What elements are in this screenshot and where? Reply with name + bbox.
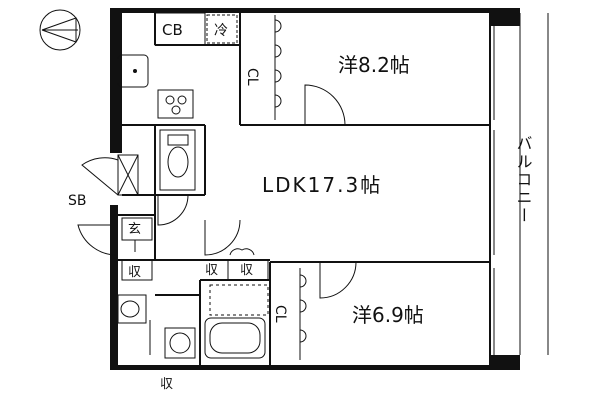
door-hall[interactable] — [204, 219, 241, 256]
cupboard-label: CB — [162, 21, 183, 39]
balcony: バルコニー — [493, 13, 549, 360]
stove-icon — [157, 89, 194, 119]
compass-icon — [39, 9, 81, 51]
entrance-label: 玄 — [128, 222, 141, 237]
storage-1: 収 — [121, 259, 153, 281]
sb-label: SB — [68, 193, 87, 209]
shoe-box — [117, 154, 139, 196]
storage-2: 収 — [205, 263, 218, 278]
closet-1: CL — [244, 15, 282, 120]
door-entrance[interactable] — [77, 224, 119, 256]
storage-4-label: 収 — [160, 377, 173, 392]
washbasin-icon — [117, 294, 147, 324]
washing-machine-icon — [164, 327, 196, 359]
outer-walls — [110, 8, 520, 370]
toilet-icon — [159, 129, 196, 191]
bathtub-icon — [204, 317, 266, 359]
room-ldk: LDK17.3帖 — [262, 173, 382, 197]
cupboard: CB — [154, 12, 206, 46]
storage-3-label: 収 — [240, 263, 253, 278]
door-sb[interactable] — [81, 157, 119, 196]
closet-2: CL — [272, 268, 307, 360]
door-western-2[interactable] — [319, 261, 357, 299]
closet-2-label: CL — [272, 305, 288, 323]
sink-icon — [117, 54, 149, 88]
door-western-1[interactable] — [304, 84, 346, 126]
storage-3: 収 — [227, 259, 269, 281]
bathroom-floor — [209, 284, 269, 316]
fridge-label: 冷 — [214, 23, 228, 39]
room-western-2: 洋6.9帖 — [352, 303, 424, 327]
entrance: 玄 — [121, 217, 153, 252]
door-storage[interactable] — [229, 248, 255, 256]
storage-1-label: 収 — [128, 265, 141, 280]
closet-1-label: CL — [244, 68, 260, 86]
fridge: 冷 — [206, 14, 238, 44]
storage-2-label: 収 — [205, 263, 218, 278]
room-western-1: 洋8.2帖 — [338, 53, 410, 77]
door-toilet[interactable] — [157, 194, 189, 226]
balcony-label: バルコニー — [514, 135, 533, 225]
